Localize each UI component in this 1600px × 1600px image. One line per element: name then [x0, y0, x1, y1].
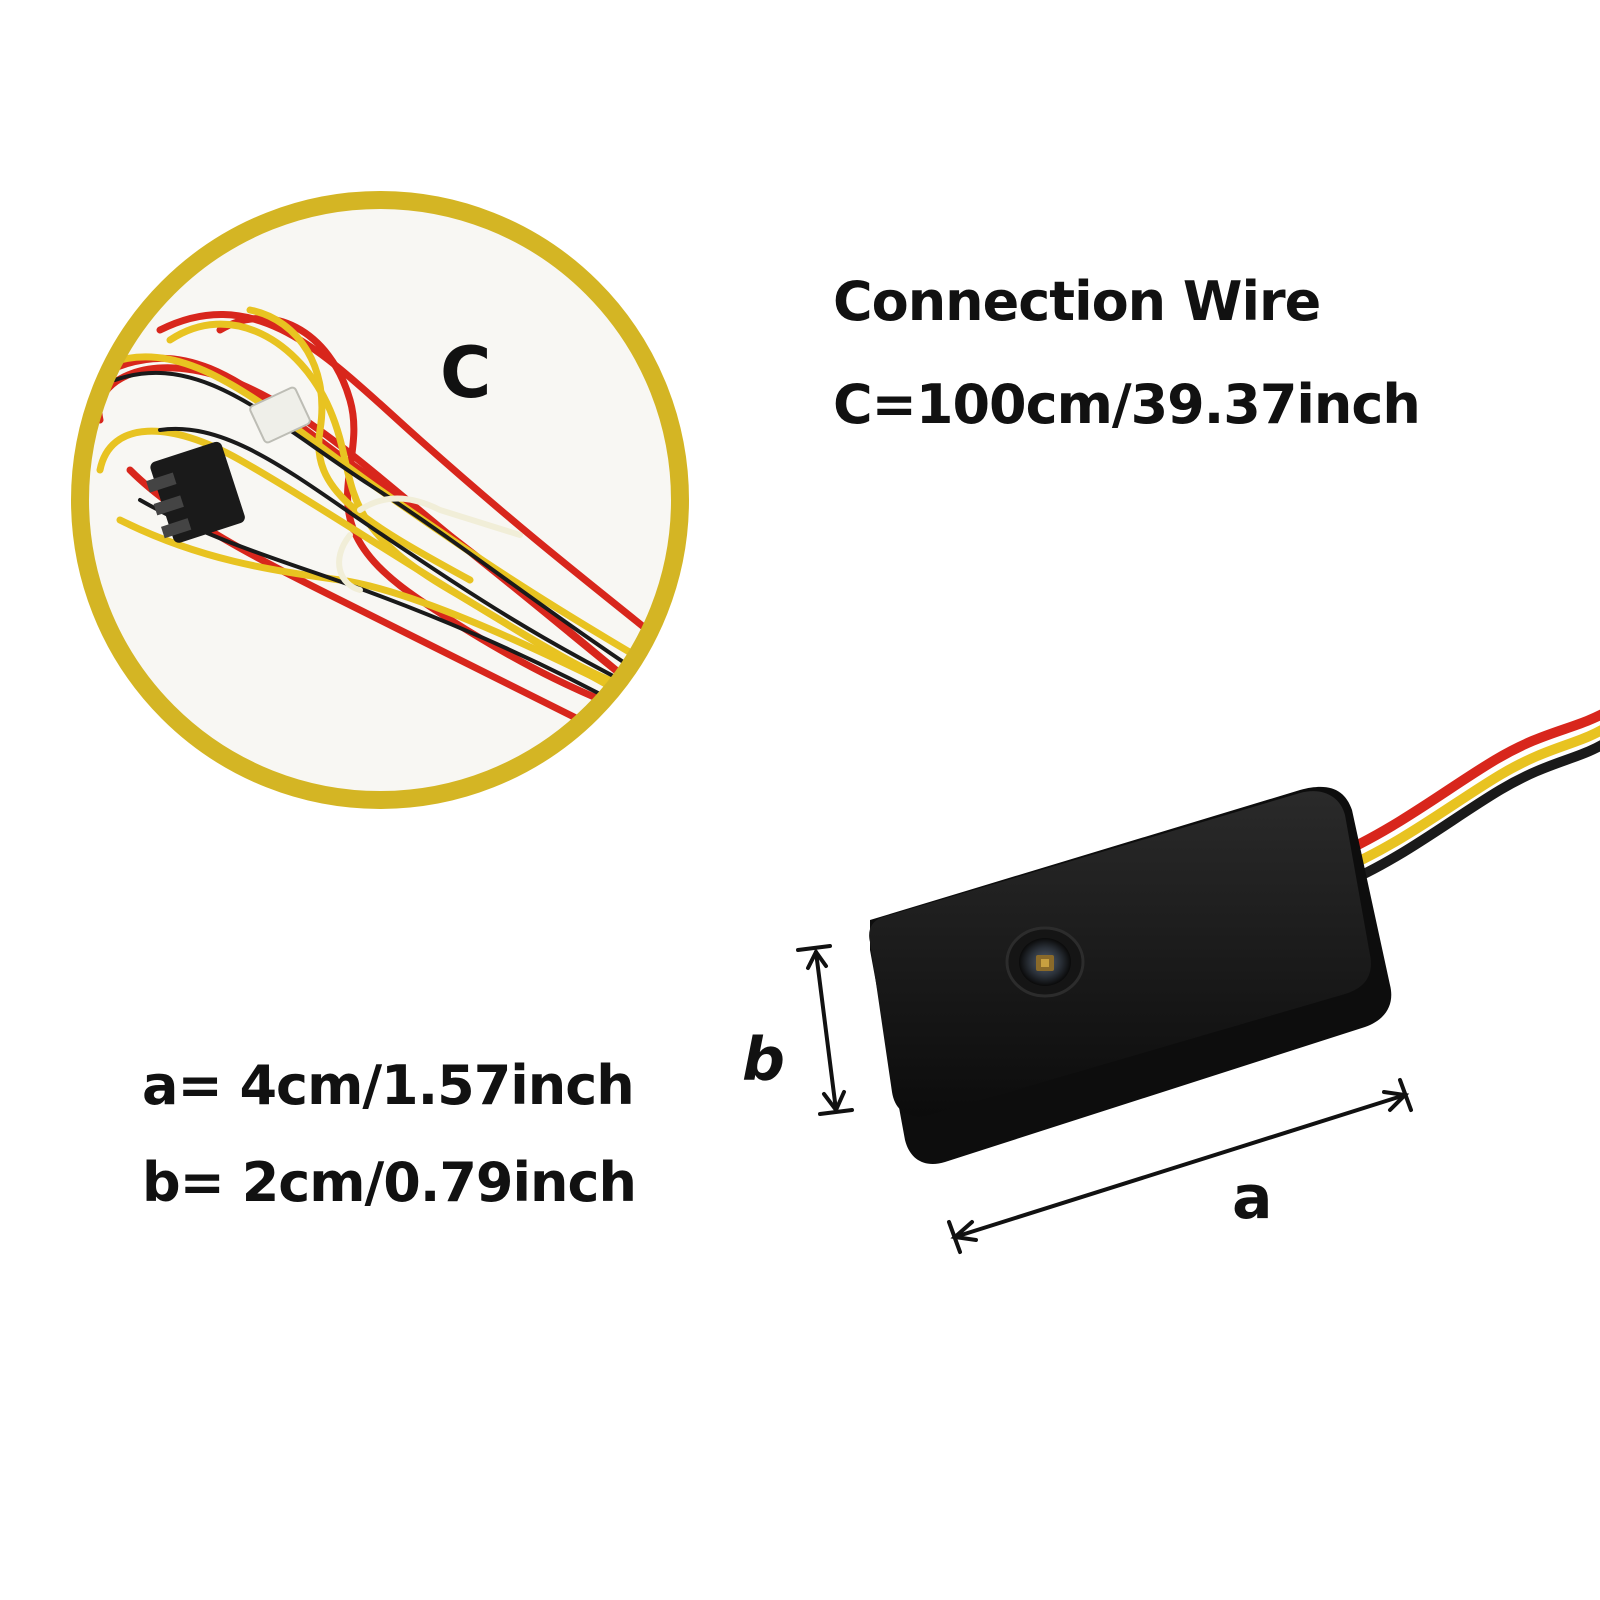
- black-connector: [146, 441, 245, 543]
- dimension-a-spec: a= 4cm/1.57inch: [142, 1054, 635, 1117]
- wire-length-spec: C=100cm/39.37inch: [833, 373, 1421, 436]
- dimension-line-b: [796, 944, 854, 1116]
- device-cable: [1325, 709, 1600, 890]
- gold-ring: [71, 191, 689, 809]
- dimension-label-b: b: [742, 1025, 785, 1095]
- sensor-lens: [1005, 926, 1085, 998]
- dimension-b-spec: b= 2cm/0.79inch: [142, 1151, 637, 1214]
- white-connector: [249, 386, 311, 444]
- twist-ties: [336, 495, 523, 593]
- circle-label-c: C: [440, 332, 491, 414]
- wire-title: Connection Wire: [833, 270, 1321, 333]
- dimension-line-a: [947, 1078, 1413, 1254]
- wire-circle-photo: [71, 191, 689, 809]
- dimension-label-a: a: [1232, 1163, 1272, 1233]
- sensor-device: [869, 786, 1392, 1164]
